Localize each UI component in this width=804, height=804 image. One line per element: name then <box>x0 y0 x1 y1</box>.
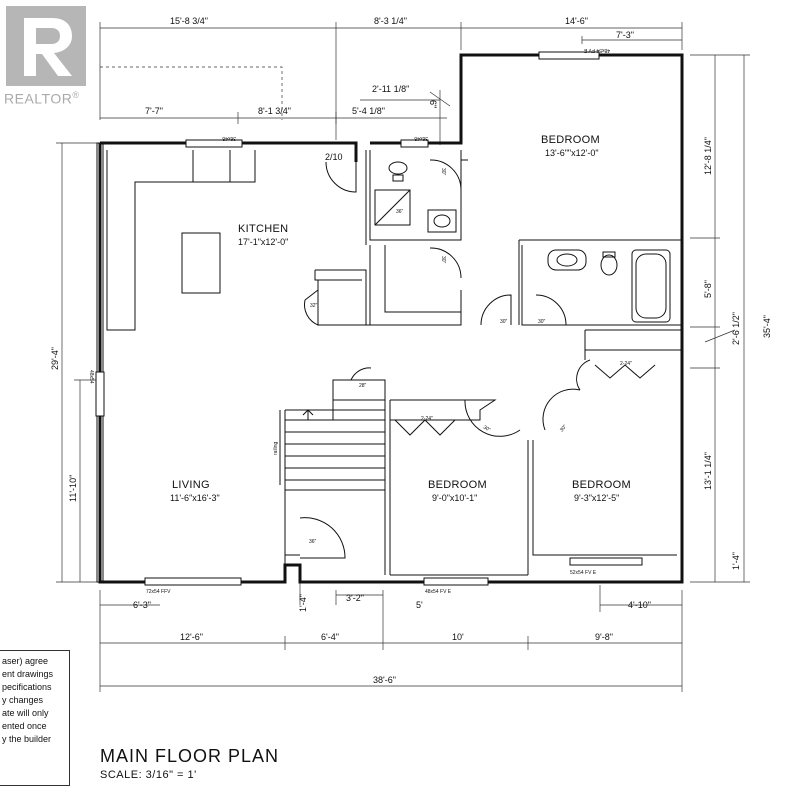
room-labels: KITCHEN 17'-1"x12'-0" BEDROOM 13'-6""x12… <box>170 134 631 503</box>
door-swings <box>299 159 591 559</box>
dim-bottom-4: 4'-10" <box>628 600 651 610</box>
dim-bottom-7: 6'-4" <box>321 632 339 642</box>
door-label-8: 36" <box>309 539 317 545</box>
fixtures <box>374 161 667 319</box>
room-living-name: LIVING <box>172 479 210 491</box>
dim-bottom-5: 1'-4" <box>298 594 308 612</box>
dim-top-5: 2'-11 1/8" <box>372 84 409 94</box>
note-line: aser) agree <box>2 656 49 666</box>
window-label-3: 52x54 FV E <box>570 570 597 576</box>
dim-bottom-1: 6'-3" <box>133 600 151 610</box>
dim-right-3: 2'-6 1/2" <box>731 312 741 345</box>
realtor-watermark: REALTOR® <box>4 90 79 107</box>
dim-bottom-9: 9'-8" <box>595 632 613 642</box>
dim-right-4: 35'-4" <box>762 315 772 338</box>
interior-walls <box>106 150 682 576</box>
door-label-7: 28" <box>359 383 367 389</box>
dim-right-5: 13'-1 1/4" <box>703 452 713 490</box>
stairs <box>285 409 385 491</box>
door-label-10: 30" <box>482 425 492 434</box>
realtor-text: REALTOR <box>4 90 73 107</box>
disclaimer-note: aser) agree ent drawings pecifications y… <box>0 650 70 786</box>
note-line: y changes <box>2 695 44 705</box>
dim-right-6: 1'-4" <box>731 552 741 570</box>
realtor-r-logo-icon <box>6 6 86 86</box>
note-line: ent drawings <box>2 669 54 679</box>
dim-bottom-8: 10' <box>452 632 464 642</box>
room-bedroom-1-size: 13'-6""x12'-0" <box>545 148 599 158</box>
room-bedroom-1-name: BEDROOM <box>541 134 600 146</box>
note-line: pecifications <box>2 682 52 692</box>
plan-scale: SCALE: 3/16" = 1' <box>100 769 197 781</box>
railing-label: railing <box>273 441 279 455</box>
closet-label-1: 2-24" <box>421 416 433 422</box>
dimension-labels: 15'-8 3/4" 8'-3 1/4" 14'-6" 7'-3" 2'-11 … <box>50 16 772 685</box>
room-bedroom-2-size: 9'-0"x10'-1" <box>432 493 477 503</box>
window-label-5: 36x48 <box>222 135 236 141</box>
door-label-1: 2/10 <box>325 152 343 162</box>
door-label-11: 30" <box>559 424 568 434</box>
room-bedroom-3-size: 9'-3"x12'-5" <box>574 493 619 503</box>
windows <box>95 51 643 586</box>
sink-icon <box>427 209 457 233</box>
dim-left-1: 29'-4" <box>50 347 60 370</box>
dim-right-1: 12'-8 1/4" <box>703 137 713 175</box>
closet-label-2: 2-24" <box>620 361 632 367</box>
door-label-3: 30" <box>440 256 446 264</box>
toilet-icon-2 <box>600 251 618 276</box>
room-bedroom-3-name: BEDROOM <box>572 479 631 491</box>
dim-bottom-2: 3'-2" <box>346 593 364 603</box>
shower-icon <box>374 189 411 226</box>
dim-top-7: 7'-7" <box>145 106 163 116</box>
window-labels: 72x54 FFV 48x54 FV E 52x54 FV E 48x54 FV… <box>88 47 610 595</box>
registered-mark: ® <box>72 90 80 100</box>
room-living-size: 11'-6"x16'-3" <box>170 493 220 503</box>
dim-top-3: 14'-6" <box>565 16 588 26</box>
room-kitchen-size: 17'-1"x12'-0" <box>238 237 288 247</box>
dim-right-2: 5'-8" <box>703 280 713 298</box>
dim-top-9: 5'-4 1/8" <box>352 106 385 116</box>
door-label-4: 32" <box>310 303 318 309</box>
dim-top-1: 15'-8 3/4" <box>170 16 208 26</box>
plan-title: MAIN FLOOR PLAN <box>100 746 280 766</box>
dim-top-4: 7'-3" <box>616 30 634 40</box>
dim-top-8: 8'-1 3/4" <box>258 106 291 116</box>
dim-bottom-3: 5' <box>416 600 423 610</box>
note-line: ate will only <box>2 708 49 718</box>
toilet-icon <box>388 161 408 182</box>
note-line: y the builder <box>2 734 52 744</box>
dim-top-2: 8'-3 1/4" <box>374 16 407 26</box>
room-bedroom-2-name: BEDROOM <box>428 479 487 491</box>
dim-bottom-10: 38'-6" <box>373 675 396 685</box>
bathtub-icon <box>635 253 667 319</box>
dim-top-6: 6" <box>428 100 438 108</box>
dim-left-2: 11'-10" <box>68 475 78 502</box>
door-label-6: 30" <box>538 319 546 325</box>
window-label-7: 48x54 <box>88 370 94 384</box>
note-line: ented once <box>2 721 47 731</box>
door-labels: 2/10 30" 30" 32" 30" 30" 28" 36" 36" 30"… <box>273 152 632 545</box>
window-label-1: 72x54 FFV <box>146 589 171 595</box>
room-kitchen-name: KITCHEN <box>238 223 288 235</box>
door-label-2: 30" <box>440 168 446 176</box>
door-label-5: 30" <box>500 319 508 325</box>
sink-icon-2 <box>556 253 578 267</box>
window-label-4: 48x54 FV E <box>583 47 610 53</box>
window-label-6: 36x48 <box>414 135 428 141</box>
door-label-9: 36" <box>396 209 404 215</box>
dim-bottom-6: 12'-6" <box>180 632 203 642</box>
window-label-2: 48x54 FV E <box>425 589 452 595</box>
